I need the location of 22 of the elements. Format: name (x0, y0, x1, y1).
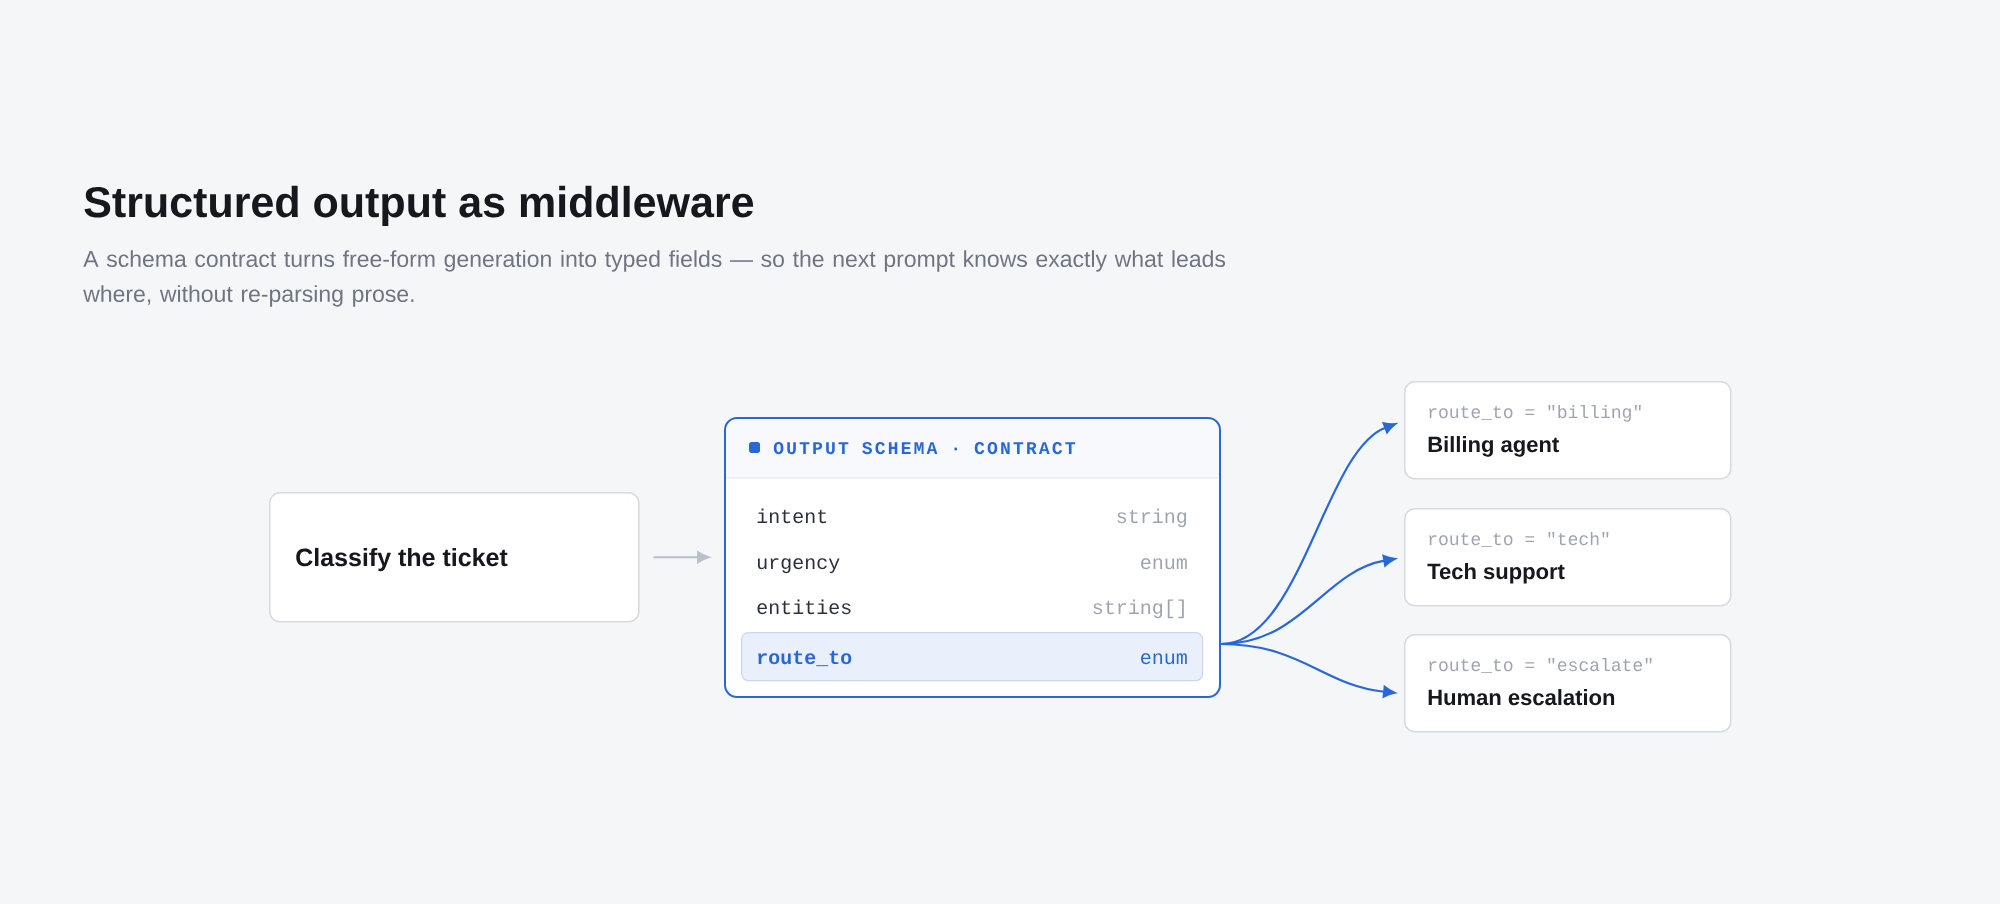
field-name: urgency (758, 558, 840, 574)
process-box: Classify the ticket (269, 492, 640, 623)
field-type: enum (1141, 558, 1187, 570)
field-name: intent (757, 508, 827, 524)
subtitle: A schema contract turns free-form generation into typed fields — so the next prompt knows exactly what leads where, without re-parsing prose. (83, 250, 1226, 307)
card-header: OUTPUT SCHEMA · CONTRACT (773, 441, 1076, 455)
route-label: Billing agent (1428, 436, 1559, 457)
route-box (1404, 634, 1732, 733)
field-type: enum (1141, 653, 1187, 665)
route-label: Human escalation (1428, 689, 1615, 706)
condition-code: route_to = "tech" (1429, 531, 1609, 547)
highlighted-row (741, 632, 1204, 682)
route-box (1404, 381, 1732, 480)
condition-code: route_to = "billing" (1429, 404, 1641, 422)
arrow (653, 551, 710, 564)
title: Structured output as middleware (84, 185, 754, 226)
condition-code: route_to = "escalate" (1429, 657, 1652, 673)
route-box (1404, 508, 1732, 607)
route-label: Tech support (1427, 563, 1565, 584)
arrow (1220, 642, 1396, 698)
field-name: route_to (758, 650, 852, 667)
field-type: string (1117, 508, 1187, 528)
